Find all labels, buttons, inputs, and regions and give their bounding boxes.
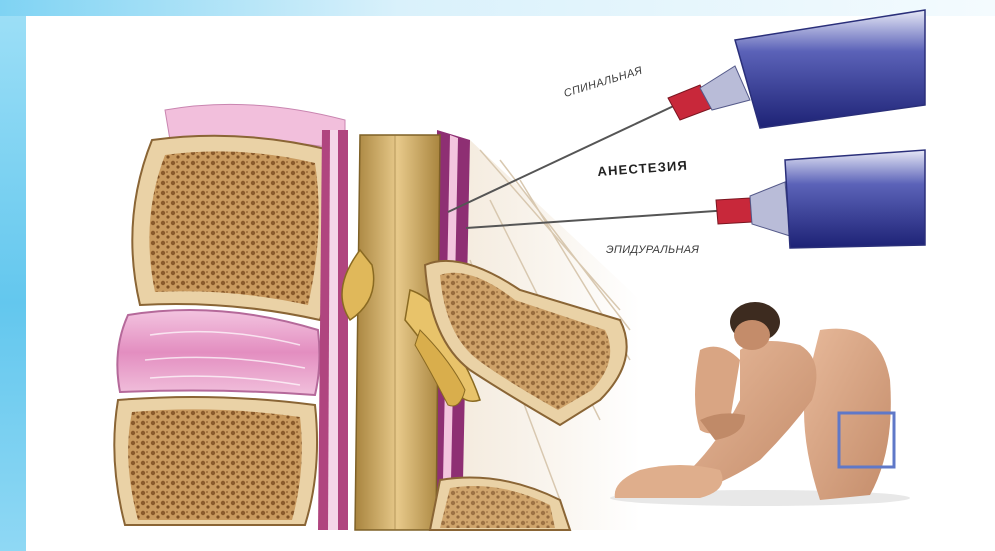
epidural-label: ЭПИДУРАЛЬНАЯ [606, 244, 699, 256]
intervertebral-disc [117, 310, 319, 395]
upper-vertebral-body [132, 136, 335, 320]
seated-patient-figure [610, 302, 910, 506]
lower-vertebral-body [114, 397, 317, 525]
